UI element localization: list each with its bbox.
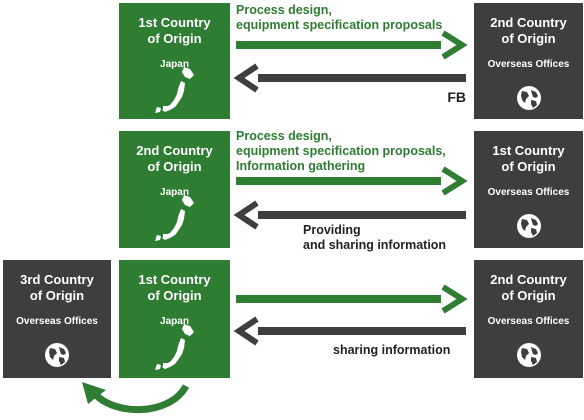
row3-overseas-box: 2nd Country of Origin Overseas Offices xyxy=(474,260,583,378)
row3-overseas-sub: Overseas Offices xyxy=(487,316,570,327)
row1-left-arrow xyxy=(233,63,466,93)
globe-icon xyxy=(516,86,541,110)
row1-overseas-box: 2nd Country of Origin Overseas Offices xyxy=(474,3,583,119)
row2-overseas-sub: Overseas Offices xyxy=(487,187,570,198)
row3-bottom-label: sharing information xyxy=(333,343,451,357)
row3-third-title: 3rd Country of Origin xyxy=(20,272,94,303)
row2-top-label: Process design, equipment specification … xyxy=(236,129,446,173)
row1-overseas-sub: Overseas Offices xyxy=(487,59,570,70)
row2-right-arrow xyxy=(236,166,468,196)
row1-japan-sub: Japan xyxy=(160,59,189,70)
row2-left-arrow xyxy=(233,200,466,230)
globe-icon xyxy=(516,343,541,367)
row3-third-box: 3rd Country of Origin Overseas Offices xyxy=(3,260,111,378)
row1-overseas-title: 2nd Country of Origin xyxy=(490,15,567,46)
row1-top-label: Process design, equipment specification … xyxy=(236,3,443,32)
row1-japan-title: 1st Country of Origin xyxy=(138,15,211,46)
japan-map-icon xyxy=(154,67,194,113)
row2-japan-title: 2nd Country of Origin xyxy=(136,143,213,174)
row2-overseas-title: 1st Country of Origin xyxy=(492,143,565,174)
globe-icon xyxy=(516,214,541,238)
curved-arrow xyxy=(82,382,190,414)
globe-icon xyxy=(45,343,69,367)
japan-map-icon xyxy=(154,324,194,370)
row2-japan-box: 2nd Country of Origin Japan xyxy=(119,131,230,248)
row3-japan-sub: Japan xyxy=(160,316,189,327)
row1-japan-box: 1st Country of Origin Japan xyxy=(119,3,230,119)
row2-japan-sub: Japan xyxy=(160,187,189,198)
row1-bottom-label: FB xyxy=(447,89,466,105)
row3-third-sub: Overseas Offices xyxy=(16,316,98,327)
row3-overseas-title: 2nd Country of Origin xyxy=(490,272,567,303)
row1-right-arrow xyxy=(236,30,468,60)
row3-japan-box: 1st Country of Origin Japan xyxy=(119,260,230,378)
japan-map-icon xyxy=(154,195,194,241)
row3-right-arrow xyxy=(236,284,468,314)
row3-left-arrow xyxy=(233,316,466,346)
row3-japan-title: 1st Country of Origin xyxy=(138,272,211,303)
row2-bottom-label: Providing and sharing information xyxy=(303,223,447,252)
row2-overseas-box: 1st Country of Origin Overseas Offices xyxy=(474,131,583,248)
